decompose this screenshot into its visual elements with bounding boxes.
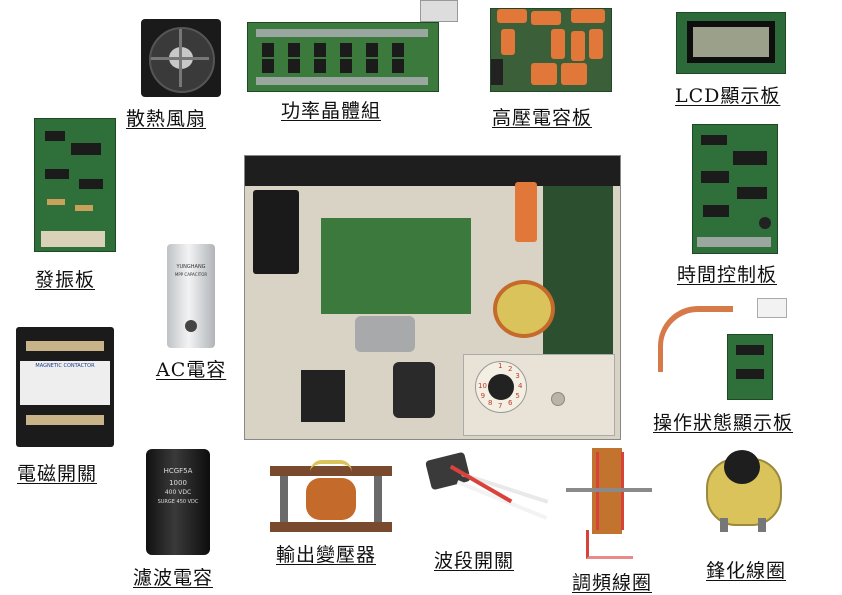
filter-capacitor-brand: HCGF5A — [163, 467, 193, 475]
dial-number: 3 — [515, 372, 520, 380]
filter-capacitor-surge: SURGE 450 VDC — [157, 499, 199, 505]
label-output-transformer: 輸出變壓器 — [276, 544, 377, 566]
band-switch-photo — [424, 451, 554, 538]
label-tuning-coil: 調頻線圈 — [572, 572, 653, 594]
contactor-photo: MAGNETIC CONTACTOR — [16, 327, 114, 447]
label-band-switch: 波段開關 — [434, 550, 515, 572]
label-ferrite-coil: 鋒化線圈 — [706, 560, 787, 582]
label-filter-capacitor: 濾波電容 — [133, 567, 214, 589]
dial-number: 5 — [515, 392, 520, 400]
dial-number: 7 — [498, 402, 503, 410]
power-transistor-board-photo — [247, 22, 439, 92]
label-cooling-fan: 散熱風扇 — [126, 108, 207, 130]
label-timer-board: 時間控制板 — [677, 264, 778, 286]
dial-number: 2 — [508, 364, 513, 373]
wire-connector-photo — [420, 0, 458, 22]
ferrite-coil-photo — [702, 446, 782, 532]
tuning-coil-photo — [566, 444, 652, 562]
status-board-wires-photo — [658, 306, 733, 372]
label-ac-capacitor: AC電容 — [156, 359, 227, 381]
dial-number: 6 — [508, 399, 513, 408]
contactor-brand-label: MAGNETIC CONTACTOR — [35, 363, 95, 369]
dial-number: 4 — [518, 382, 523, 390]
cooling-fan-photo — [141, 19, 221, 97]
ac-capacitor-type: MPP CAPACITOR — [174, 272, 208, 277]
dial-number: 10 — [478, 382, 487, 390]
timer-board-photo — [692, 124, 778, 254]
label-lcd-board: LCD顯示板 — [675, 85, 781, 107]
status-board-photo — [727, 334, 773, 400]
dial-number: 8 — [488, 399, 493, 408]
filter-capacitor-value: 1000 — [169, 479, 187, 487]
filter-capacitor-photo: HCGF5A 1000 400 VDC SURGE 450 VDC — [146, 449, 210, 555]
label-hv-capacitor-board: 高壓電容板 — [492, 107, 593, 129]
lcd-board-photo — [676, 12, 786, 74]
label-status-board: 操作狀態顯示板 — [653, 412, 794, 434]
label-contactor: 電磁開關 — [17, 463, 98, 485]
ac-capacitor-brand: YUNGHANG — [176, 264, 206, 270]
ac-capacitor-photo: YUNGHANG MPP CAPACITOR — [167, 244, 215, 348]
oscillator-board-photo — [34, 118, 116, 252]
label-power-transistors: 功率晶體組 — [281, 100, 382, 122]
filter-capacitor-voltage: 400 VDC — [164, 489, 192, 496]
label-oscillator-board: 發振板 — [35, 269, 96, 291]
dial-number: 1 — [498, 362, 503, 370]
status-board-connector-photo — [757, 298, 787, 318]
hv-capacitor-board-photo — [490, 8, 612, 92]
dial-number: 9 — [480, 392, 486, 400]
output-transformer-photo — [270, 460, 392, 538]
